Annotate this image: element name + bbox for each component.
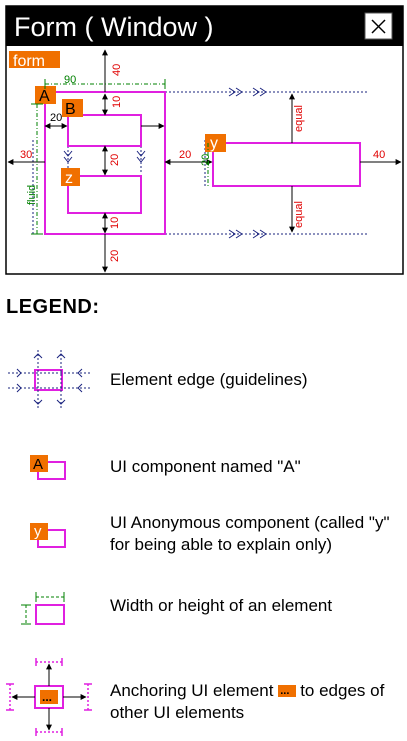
dim-left-30: 30: [20, 149, 32, 161]
legend-inline-element-icon: ...: [278, 685, 297, 697]
legend-text-anchoring: Anchoring UI element ...to edges of othe…: [110, 680, 402, 724]
svg-text:A: A: [39, 88, 50, 105]
form-label-box: [9, 51, 60, 68]
size-markers: [31, 79, 209, 235]
legend-text-named: UI component named "A": [110, 457, 301, 476]
dim-gap-10-bottom: 10: [109, 217, 121, 229]
window-title: Form ( Window ): [14, 12, 214, 42]
dim-width-90: 90: [64, 74, 76, 86]
anchor-lines: [7, 49, 402, 273]
title-bar: [6, 6, 403, 46]
guideline-chevrons: [63, 87, 267, 239]
svg-text:...: ...: [42, 690, 52, 704]
label-b: B: [62, 99, 83, 118]
dimension-labels: 90 40 10 20 20 30 20 40 20 10 20 fluid e…: [20, 64, 385, 262]
dim-equal-top: equal: [293, 105, 305, 132]
legend-icon-anchoring: ...: [6, 658, 92, 736]
legend-inline-element-dots: ...: [280, 685, 290, 697]
dim-right-40: 40: [373, 149, 385, 161]
form-window: Form ( Window ) form: [5, 5, 404, 275]
close-button[interactable]: [364, 12, 393, 40]
dim-fluid: fluid: [26, 185, 38, 205]
label-y: y: [205, 134, 226, 152]
component-y: [212, 142, 361, 187]
legend-title: LEGEND:: [6, 296, 100, 318]
svg-text:A: A: [33, 456, 43, 473]
legend-icon-guidelines: [8, 350, 92, 408]
label-a: A: [35, 86, 56, 105]
dim-gap-10-top: 10: [111, 96, 123, 108]
legend-text-anonymous: UI Anonymous component (called "y" for b…: [110, 513, 390, 554]
legend-text-size: Width or height of an element: [110, 596, 333, 615]
legend-text-guidelines: Element edge (guidelines): [110, 370, 308, 389]
dim-equal-bottom: equal: [293, 201, 305, 228]
label-z: z: [61, 168, 80, 187]
dim-bottom-20: 20: [109, 250, 121, 262]
svg-text:y: y: [210, 135, 218, 152]
svg-text:B: B: [65, 101, 76, 118]
dim-left-20-b: 20: [50, 112, 62, 124]
legend-icon-named: A: [30, 455, 66, 480]
dim-gap-20-ay: 20: [179, 149, 191, 161]
svg-text:z: z: [65, 170, 73, 187]
legend-text-anchoring-before: Anchoring UI element: [110, 681, 279, 700]
legend-icon-size: [21, 592, 65, 625]
legend-icon-anonymous: y: [30, 523, 66, 548]
dim-gap-20-bz: 20: [109, 154, 121, 166]
form-label: form: [13, 53, 45, 70]
svg-text:y: y: [34, 523, 42, 540]
dim-y-left-20: 20: [200, 154, 212, 166]
dim-top-40: 40: [111, 64, 123, 76]
legend-text-anchoring-after: to edges of other UI elements: [110, 681, 385, 722]
